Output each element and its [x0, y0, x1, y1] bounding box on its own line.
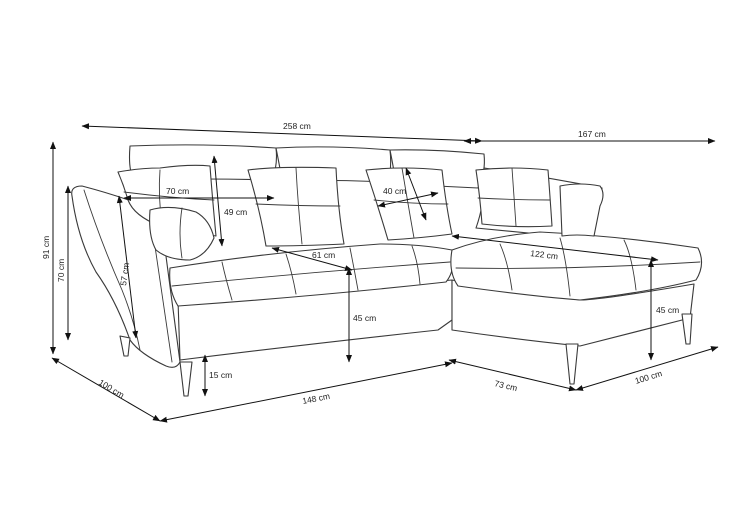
leg-back-left [119, 335, 131, 357]
dim-leg-height: 15 cm [209, 370, 232, 380]
dim-pillow-size: 40 cm [383, 186, 406, 196]
dimension-lines [50, 123, 719, 423]
dim-chaise-width: 167 cm [578, 129, 606, 139]
dim-cushion-depth: 61 cm [312, 250, 335, 260]
pillow-3 [247, 166, 345, 247]
leg-chaise-right [681, 313, 693, 345]
dim-seat-depth: 70 cm [166, 186, 189, 196]
dim-seat-width: 148 cm [301, 391, 330, 406]
dim-armrest-height: 70 cm [56, 259, 66, 282]
dim-chaise-extension: 73 cm [494, 378, 519, 393]
dim-backrest-height: 49 cm [224, 207, 247, 217]
pillow-2 [149, 206, 215, 261]
leg-chaise-front [565, 343, 579, 385]
dim-chaise-length: 122 cm [530, 248, 559, 261]
dim-total-width: 258 cm [283, 121, 311, 131]
dim-seat-height: 45 cm [353, 313, 376, 323]
sofa-drawing [71, 144, 703, 397]
leg-front-left [179, 361, 193, 397]
dim-backrest-seat-height: 57 cm [118, 262, 131, 286]
chaise-armrest [559, 183, 604, 237]
dim-total-height: 91 cm [41, 236, 51, 259]
dim-chaise-seat-height: 45 cm [656, 305, 679, 315]
dim-depth: 100 cm [97, 377, 126, 400]
